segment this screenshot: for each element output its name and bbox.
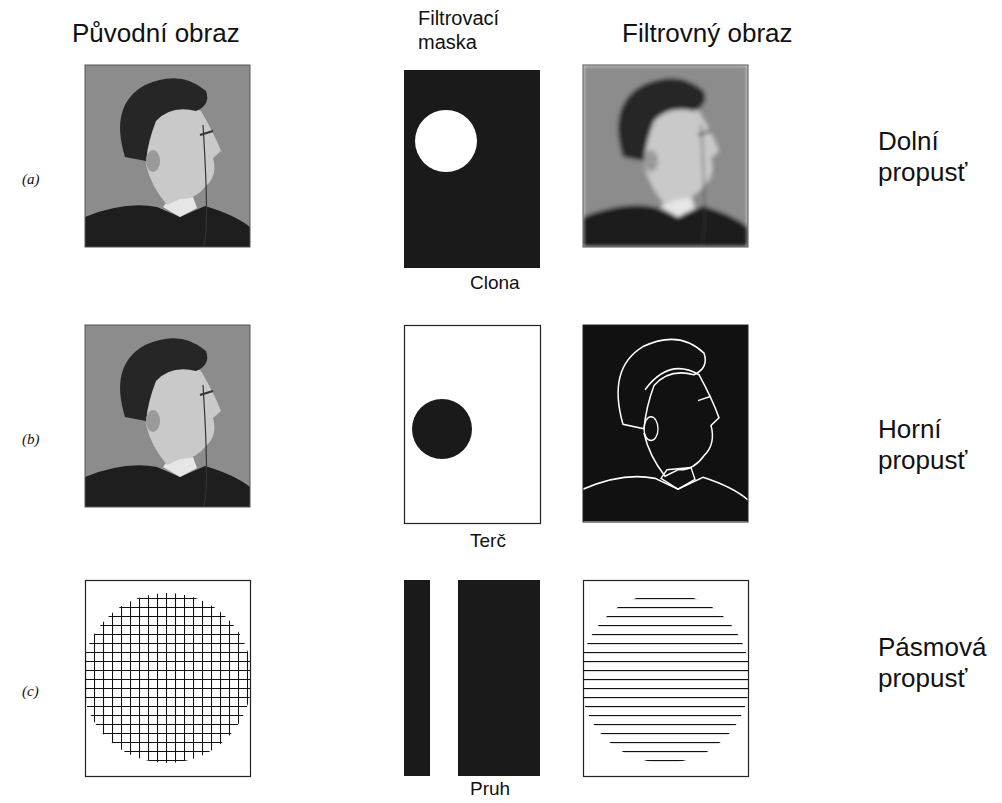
filter-type: Horní propusť — [878, 414, 996, 476]
mask-name: Terč — [470, 530, 560, 553]
mask-name: Clona — [470, 272, 560, 295]
row-letter: (a) — [22, 170, 62, 188]
mask-name: Pruh — [470, 778, 560, 801]
row-letter: (b) — [22, 430, 62, 448]
column-heading: Filtrovací maska — [418, 6, 533, 54]
filter-type: Pásmová propusť — [878, 632, 996, 694]
filter-type: Dolní propusť — [878, 126, 996, 188]
column-heading: Původní obraz — [72, 18, 312, 49]
row-letter: (c) — [22, 682, 62, 700]
column-heading: Filtrovný obraz — [622, 18, 902, 49]
